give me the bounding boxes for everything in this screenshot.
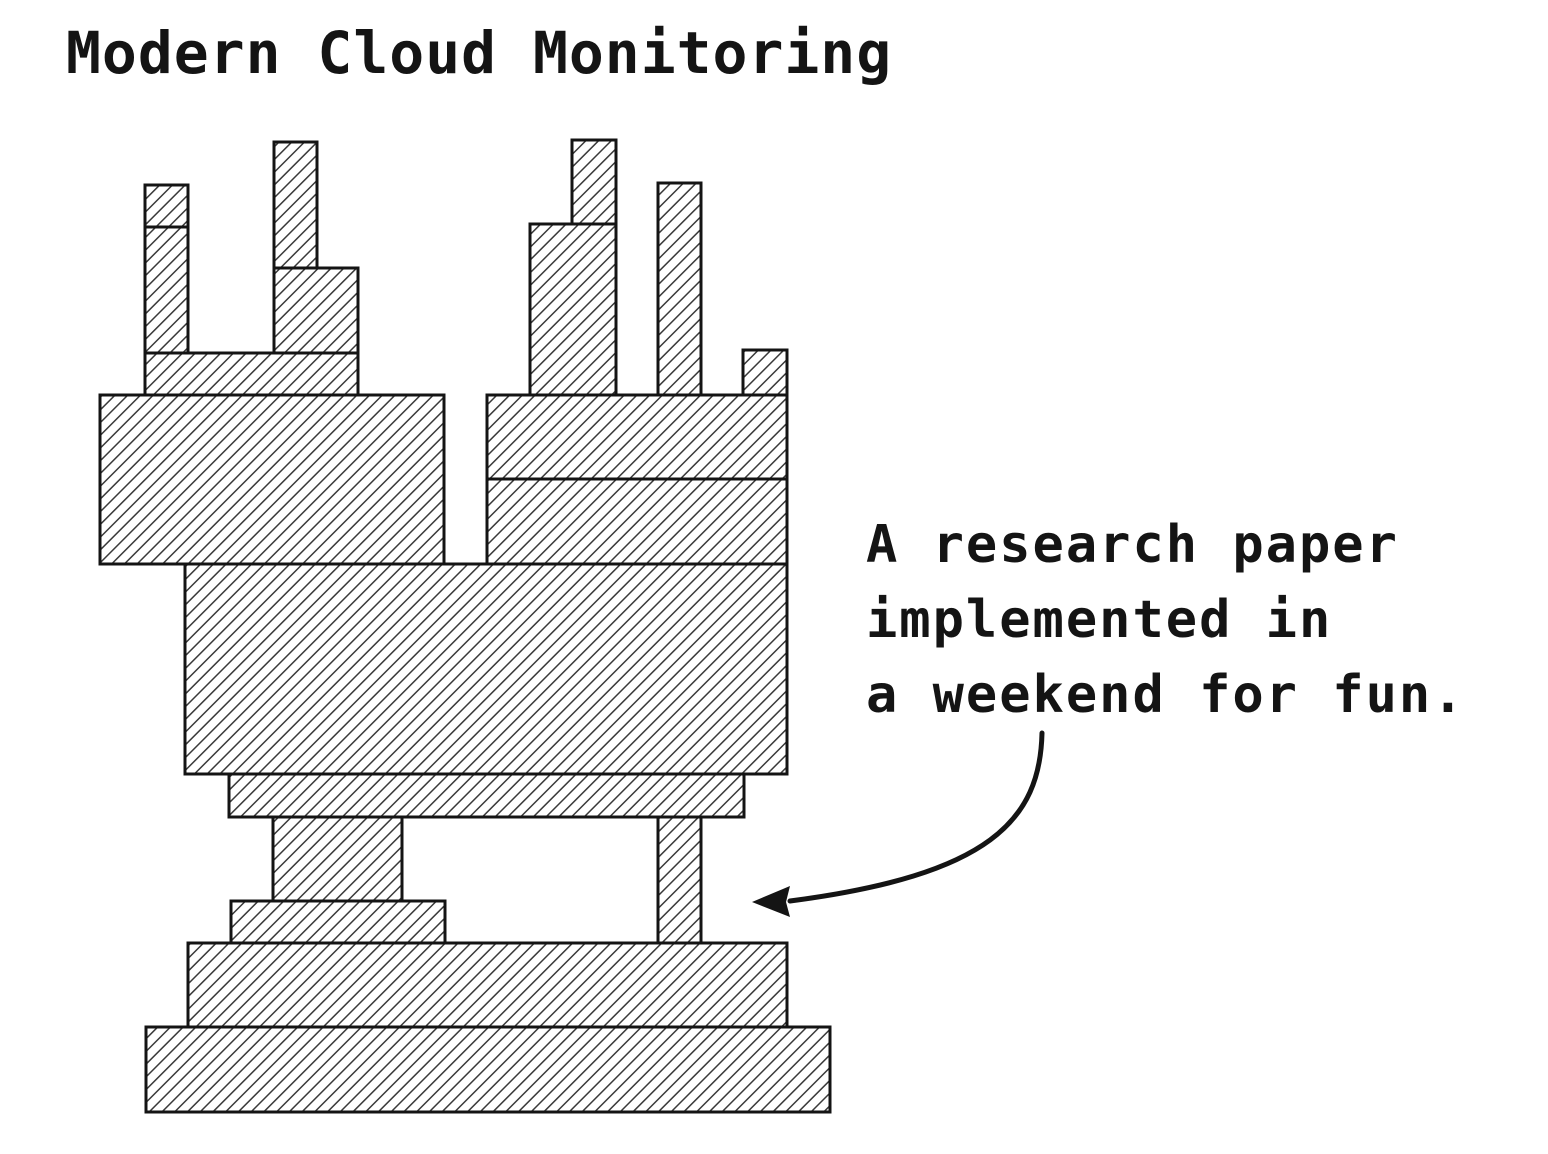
block-left-mid [98,393,446,566]
block-top-left-cap [143,183,190,229]
block-top-right-wide [528,222,618,397]
block-top-tall-pillar [272,140,319,270]
block-top-right-pillar [656,181,703,397]
annotation-caption: A research paper implemented in a weeken… [866,508,1506,733]
block-right-mid-lower [485,477,789,566]
block-left-leg [271,815,404,903]
block-central [183,562,789,776]
block-right-leg [656,815,703,945]
block-right-mid-upper [485,393,789,481]
diagram-title: Modern Cloud Monitoring [66,19,893,87]
curved-arrow-icon [752,730,1045,917]
block-base-upper [186,941,789,1029]
block-left-foot [229,899,447,945]
block-base-lower [144,1025,832,1114]
caption-line-2: implemented in [866,590,1333,650]
block-top-right-small [741,348,789,397]
block-top-right-cap [570,138,618,226]
block-top-step [272,266,360,355]
block-top-left-base [143,351,360,397]
caption-line-1: A research paper [866,515,1399,575]
block-top-left-pillar [143,225,190,355]
caption-line-3: a weekend for fun. [866,665,1466,725]
block-under-central [227,772,746,819]
